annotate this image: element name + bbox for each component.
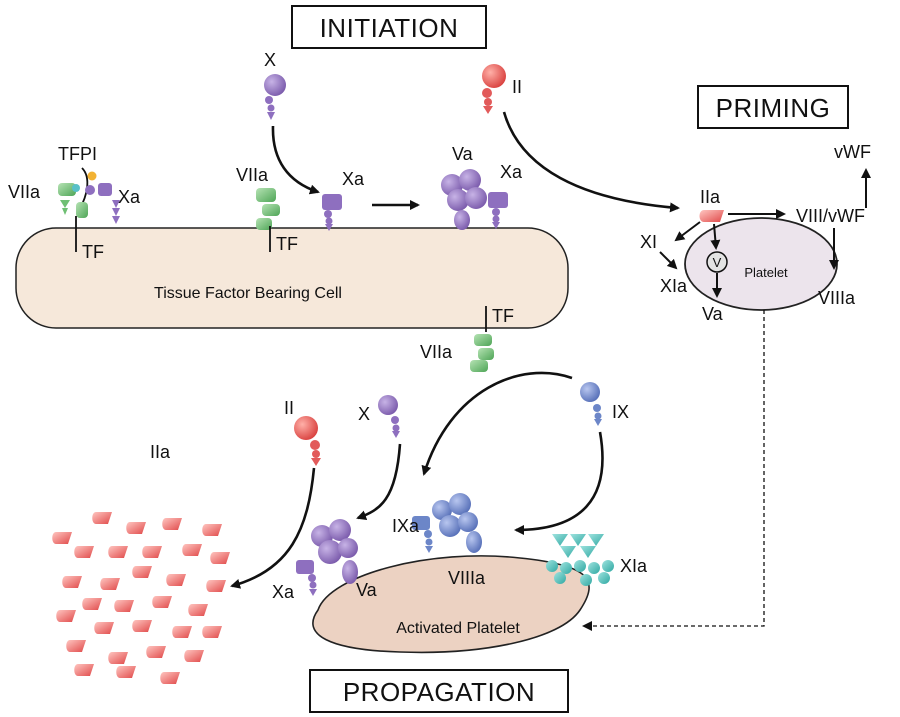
label-xia-priming: XIa bbox=[660, 276, 688, 296]
thrombin-pill bbox=[56, 610, 76, 622]
initiation-title: INITIATION bbox=[320, 13, 459, 43]
thrombin-cluster bbox=[52, 512, 230, 684]
thrombin-pill bbox=[206, 580, 226, 592]
factor-ix-propagation bbox=[580, 382, 602, 426]
label-ii-prop: II bbox=[284, 398, 294, 418]
factor-ii-propagation bbox=[294, 416, 321, 466]
prothrombinase-complex bbox=[441, 169, 508, 230]
thrombin-pill bbox=[74, 664, 94, 676]
thrombin-priming bbox=[699, 210, 724, 222]
label-ixa-prop: IXa bbox=[392, 516, 420, 536]
thrombin-pill bbox=[126, 522, 146, 534]
label-tf-left: TF bbox=[82, 242, 104, 262]
thrombin-pill bbox=[132, 620, 152, 632]
thrombin-pill bbox=[94, 622, 114, 634]
thrombin-pill bbox=[100, 578, 120, 590]
thrombin-pill bbox=[182, 544, 202, 556]
viia-tf-bottom bbox=[470, 306, 494, 372]
label-xi: XI bbox=[640, 232, 657, 252]
label-xa-left: Xa bbox=[118, 187, 141, 207]
thrombin-pill bbox=[52, 532, 72, 544]
arrow-ii-to-iia bbox=[502, 111, 680, 213]
label-v-circle: V bbox=[713, 255, 722, 270]
label-iia-priming: IIa bbox=[700, 187, 721, 207]
thrombin-pill bbox=[92, 512, 112, 524]
thrombin-pill bbox=[202, 524, 222, 536]
arrow-dashed-activation bbox=[582, 310, 765, 631]
tissue-factor-cell bbox=[15, 227, 569, 329]
label-tf-bottom: TF bbox=[492, 306, 514, 326]
activated-platelet-label: Activated Platelet bbox=[396, 620, 520, 637]
thrombin-pill bbox=[172, 626, 192, 638]
label-va-top: Va bbox=[452, 144, 474, 164]
thrombin-pill bbox=[202, 626, 222, 638]
label-viia-mid: VIIa bbox=[236, 165, 269, 185]
arrow-xi-to-xia bbox=[659, 251, 678, 270]
activated-platelet bbox=[312, 555, 590, 654]
arrow-x-to-xa bbox=[356, 443, 402, 520]
factor-x-initiation bbox=[264, 74, 286, 120]
arrow-x-to-xa bbox=[271, 125, 320, 195]
thrombin-pill bbox=[146, 646, 166, 658]
thrombin-pill bbox=[132, 566, 152, 578]
thrombin-pill bbox=[108, 546, 128, 558]
thrombin-pill bbox=[74, 546, 94, 558]
initiation-box: INITIATION bbox=[291, 5, 487, 49]
factor-xia-propagation bbox=[546, 534, 614, 586]
label-xa-complex: Xa bbox=[500, 162, 523, 182]
label-viiia-prop: VIIIa bbox=[448, 568, 486, 588]
tenase-complex bbox=[412, 493, 482, 553]
platelet-label: Platelet bbox=[744, 265, 788, 280]
priming-box: PRIMING bbox=[697, 85, 849, 129]
label-viia-bottom: VIIa bbox=[420, 342, 453, 362]
arrow-ii-to-iia bbox=[230, 467, 316, 589]
arrow-iia-to-xi bbox=[674, 221, 701, 242]
thrombin-pill bbox=[66, 640, 86, 652]
label-viii-vwf: VIII/vWF bbox=[796, 206, 865, 226]
label-ix-prop: IX bbox=[612, 402, 629, 422]
xa-va-complex-propagation bbox=[296, 519, 358, 596]
label-xia-prop: XIa bbox=[620, 556, 648, 576]
thrombin-pill bbox=[162, 518, 182, 530]
thrombin-pill bbox=[188, 604, 208, 616]
factor-ii-initiation bbox=[482, 64, 506, 114]
tissue-factor-cell-label: Tissue Factor Bearing Cell bbox=[154, 285, 342, 302]
label-viiia-priming: VIIIa bbox=[818, 288, 856, 308]
thrombin-pill bbox=[152, 596, 172, 608]
label-x-prop: X bbox=[358, 404, 370, 424]
label-xa-mid: Xa bbox=[342, 169, 365, 189]
label-ii-top: II bbox=[512, 77, 522, 97]
label-tf-mid: TF bbox=[276, 234, 298, 254]
thrombin-pill bbox=[142, 546, 162, 558]
thrombin-pill bbox=[166, 574, 186, 586]
label-tfpi: TFPI bbox=[58, 144, 97, 164]
priming-title: PRIMING bbox=[716, 93, 831, 123]
arrow-ix-to-viiia bbox=[514, 431, 604, 535]
label-va-prop: Va bbox=[356, 580, 378, 600]
propagation-title: PROPAGATION bbox=[343, 677, 535, 707]
label-va-priming: Va bbox=[702, 304, 724, 324]
arrow-iia-to-v bbox=[710, 223, 721, 250]
thrombin-pill bbox=[114, 600, 134, 612]
propagation-box: PROPAGATION bbox=[309, 669, 569, 713]
thrombin-pill bbox=[184, 650, 204, 662]
thrombin-pill bbox=[62, 576, 82, 588]
label-x-top: X bbox=[264, 50, 276, 70]
arrow-ix-to-ixa bbox=[421, 371, 573, 476]
factor-xa-mid bbox=[322, 194, 342, 231]
thrombin-pill bbox=[116, 666, 136, 678]
label-iia-prop: IIa bbox=[150, 442, 171, 462]
label-viia-left: VIIa bbox=[8, 182, 41, 202]
factor-v-circle bbox=[706, 251, 728, 273]
label-vwf: vWF bbox=[834, 142, 871, 162]
thrombin-pill bbox=[210, 552, 230, 564]
thrombin-pill bbox=[108, 652, 128, 664]
viia-tf-complex bbox=[256, 188, 280, 252]
thrombin-pill bbox=[160, 672, 180, 684]
label-xa-prop: Xa bbox=[272, 582, 295, 602]
thrombin-pill bbox=[82, 598, 102, 610]
factor-x-propagation bbox=[378, 395, 400, 438]
tfpi-complex bbox=[58, 167, 120, 252]
